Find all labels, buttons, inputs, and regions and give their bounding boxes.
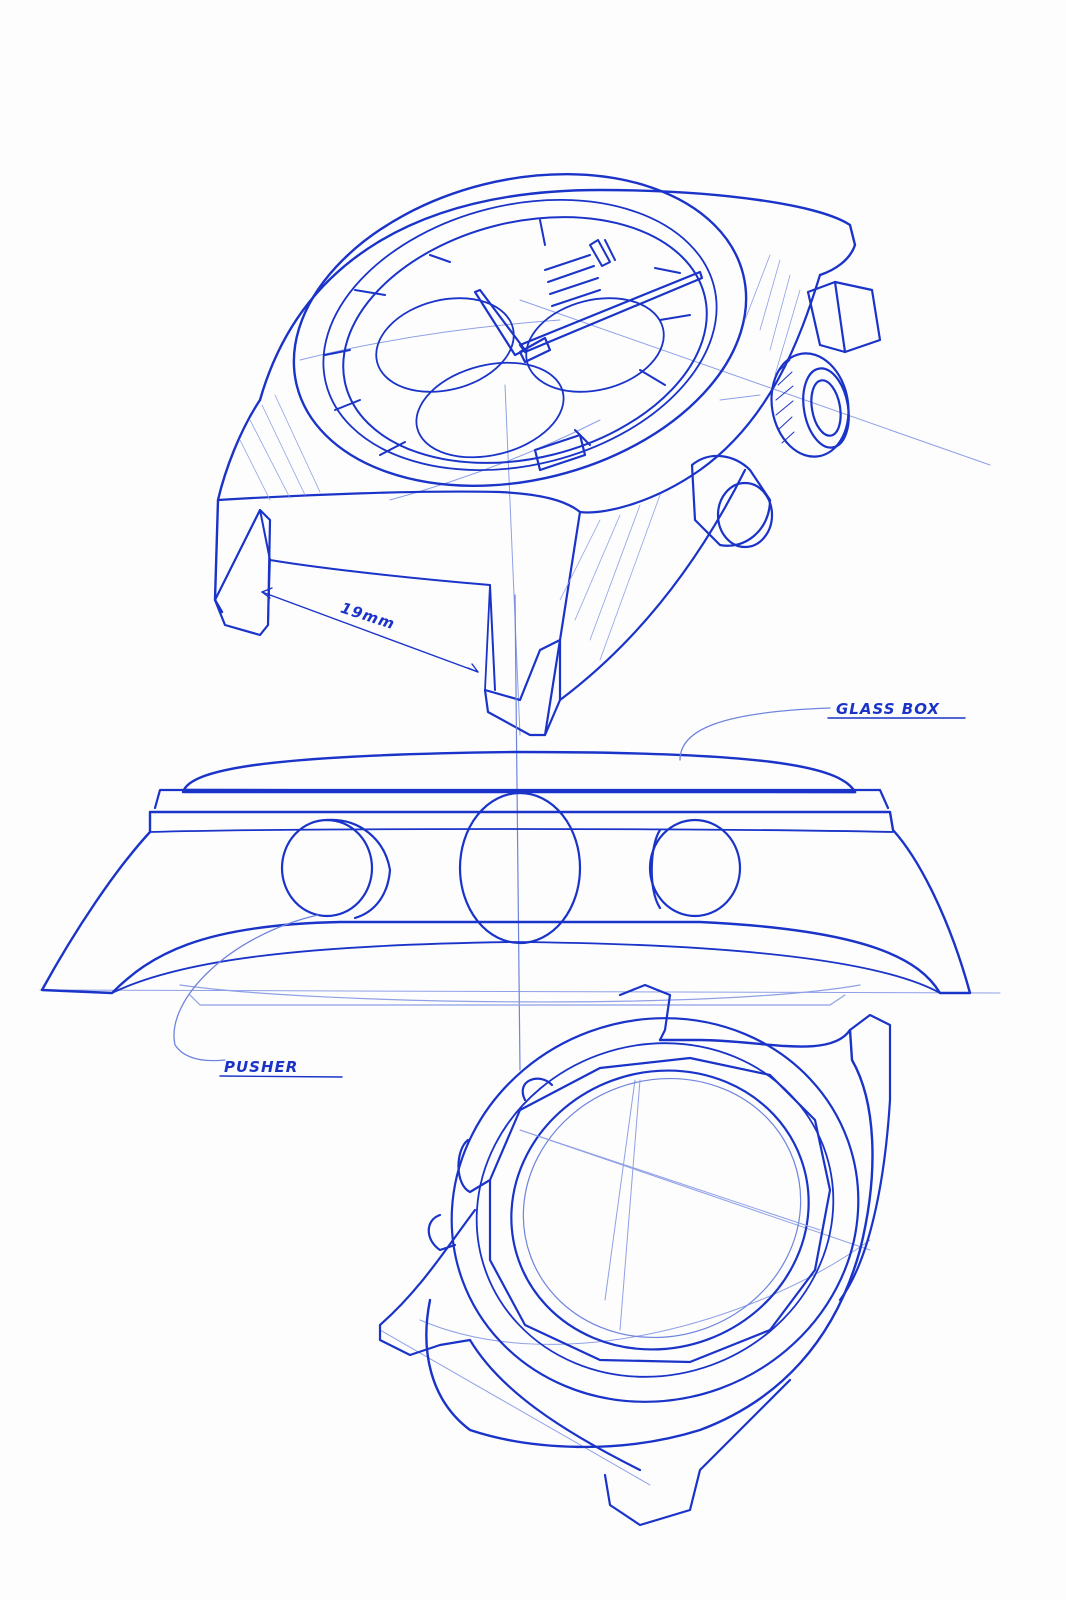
caseback-ring-mid xyxy=(475,1042,835,1378)
date-window xyxy=(533,433,587,472)
glass-box-leader xyxy=(679,707,831,761)
pusher-underline xyxy=(219,1075,343,1078)
caseback-plate-inner xyxy=(522,1077,802,1339)
subdial-bottom xyxy=(415,361,565,459)
lug-front-right xyxy=(483,638,562,737)
case-front-edge xyxy=(216,490,582,514)
case-hatching xyxy=(239,254,801,661)
lug-width-dimension xyxy=(261,587,479,673)
caseback-ring-outer xyxy=(450,1017,860,1403)
caseback-crosshair xyxy=(519,1079,821,1331)
pusher-leader xyxy=(173,914,319,1062)
caseback-lug-top-right xyxy=(838,1013,892,1302)
subdial-left xyxy=(375,297,515,393)
caseback-lug-top-left xyxy=(618,983,672,1042)
case-top-outline xyxy=(258,188,857,402)
case-right-flank xyxy=(578,273,822,514)
case-upper-band xyxy=(149,828,894,833)
chrono-pushers-top xyxy=(690,280,882,549)
watch-hands xyxy=(473,270,704,364)
bezel-inner xyxy=(322,199,718,471)
glass-box-crystal xyxy=(181,750,857,794)
case-profile xyxy=(40,810,972,995)
dial-outer xyxy=(342,216,708,464)
bezel-profile xyxy=(153,788,890,810)
caseback-polygon xyxy=(488,1056,832,1364)
pusher-label: PUSHER xyxy=(224,1058,298,1076)
caseback-left-flank xyxy=(378,1208,642,1472)
lug-inner-bar-2 xyxy=(267,559,491,691)
lug-inner-bar xyxy=(259,509,496,691)
caseback-lug-bottom xyxy=(603,1378,792,1527)
case-bottom-curve xyxy=(179,984,861,1003)
caseback-construction xyxy=(189,994,846,1006)
crown-knurl xyxy=(775,359,795,444)
caseback-case-outline xyxy=(425,1028,874,1449)
bezel-outer xyxy=(292,172,748,488)
glass-box-label: GLASS BOX xyxy=(836,700,940,718)
caseback-view xyxy=(378,983,892,1527)
caseback-plate xyxy=(510,1069,810,1351)
perspective-view xyxy=(213,172,991,737)
twelve-marker xyxy=(544,239,611,307)
hour-markers xyxy=(324,219,691,456)
centerline-vertical xyxy=(514,594,521,1071)
baseline-construction xyxy=(39,989,1001,994)
caseback-pushers xyxy=(427,1077,554,1252)
construction-lines-bottom xyxy=(379,1079,871,1486)
side-profile-view xyxy=(39,594,1001,1078)
side-pushers xyxy=(280,791,742,945)
